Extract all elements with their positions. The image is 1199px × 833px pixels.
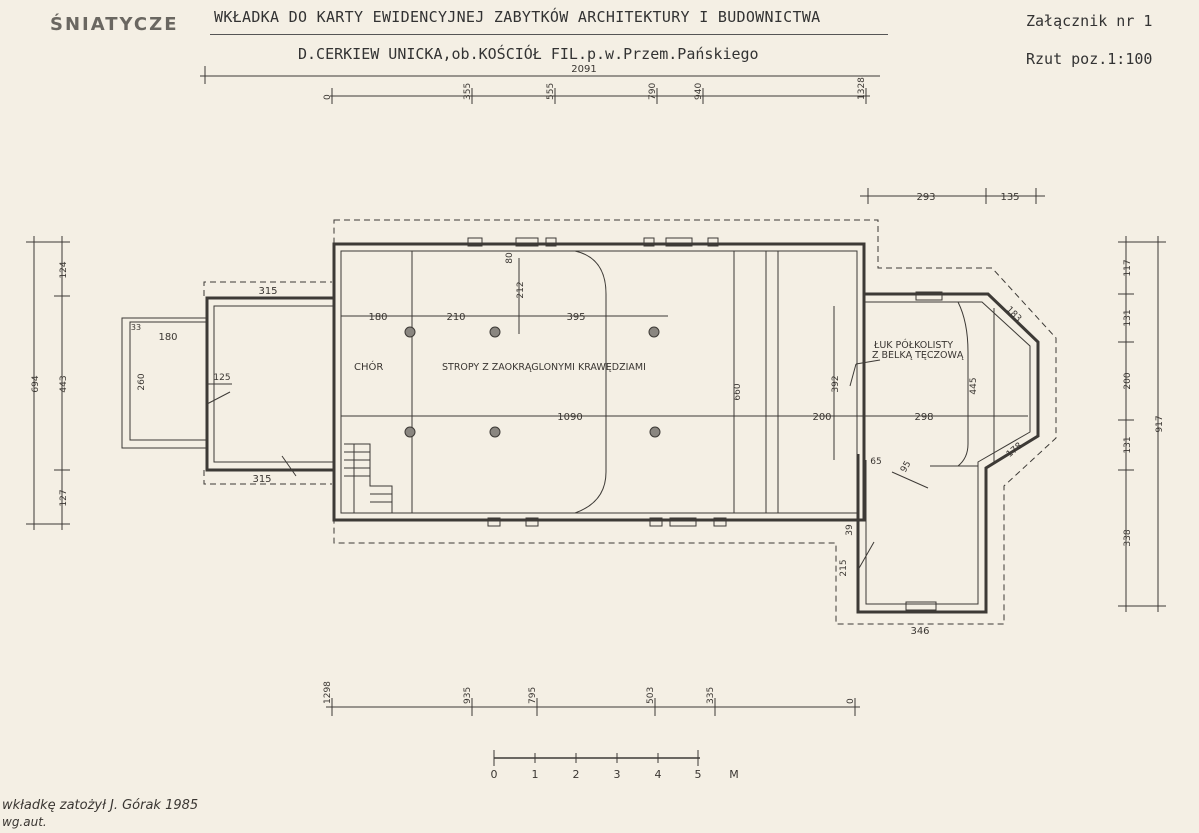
dim-top-tick: 0 [323, 94, 333, 100]
dim-right-vertical: 131 [1123, 309, 1133, 326]
dim-interior: 178 [1005, 441, 1025, 460]
scale-label: Rzut poz.1:100 [1026, 50, 1153, 68]
dim-top-tick: 940 [694, 83, 704, 100]
dim-porch: 33 [131, 323, 141, 332]
label-arch-line1: ŁUK PÓŁKOLISTY [873, 339, 953, 351]
dim-interior: 298 [914, 412, 933, 423]
dim-top-tick: 355 [463, 83, 473, 100]
dim-porch: 125 [213, 373, 230, 383]
scale-bar-tick: 2 [573, 768, 580, 781]
dim-interior: 395 [566, 312, 585, 323]
signature-line-2: wg.aut. [2, 815, 47, 829]
dim-interior: 80 [505, 252, 515, 264]
dim-interior: 1090 [557, 412, 582, 423]
dim-bottom-tick: 503 [646, 687, 656, 704]
dim-interior: 392 [831, 375, 841, 392]
dim-right-vertical: 131 [1123, 436, 1133, 453]
dim-right-vertical: 117 [1123, 259, 1133, 276]
dim-right-total: 917 [1155, 415, 1165, 432]
scale-bar-tick: 1 [532, 768, 539, 781]
dim-interior: 39 [845, 524, 855, 536]
dim-top-tick: 790 [648, 83, 658, 100]
dim-interior: 346 [910, 626, 929, 637]
attachment-label: Załącznik nr 1 [1026, 12, 1153, 30]
dim-interior: 183 [1004, 305, 1023, 324]
scale-bar-unit: M [729, 768, 739, 781]
dim-porch: 260 [137, 373, 147, 390]
stamp-place-name: ŚNIATYCZE [50, 14, 179, 35]
dim-left-vertical: 124 [59, 261, 69, 278]
dim-left-vertical: 127 [59, 489, 69, 506]
dim-bottom-tick: 0 [846, 698, 856, 704]
dim-left-total: 694 [31, 375, 41, 392]
dim-bottom-tick: 335 [706, 687, 716, 704]
dim-interior: 212 [516, 281, 526, 298]
dim-interior: 660 [733, 383, 743, 400]
label-ceilings: STROPY Z ZAOKRĄGLONYMI KRAWĘDZIAMI [442, 362, 646, 373]
dim-interior: 65 [870, 457, 881, 467]
dim-right-upper: 135 [1000, 192, 1019, 203]
dim-porch: 315 [252, 474, 271, 485]
dim-interior: 445 [969, 377, 979, 394]
scale-bar-tick: 5 [695, 768, 702, 781]
dim-right-upper: 293 [916, 192, 935, 203]
dim-interior: 180 [368, 312, 387, 323]
scale-bar-tick: 3 [614, 768, 621, 781]
dim-bottom-tick: 935 [463, 687, 473, 704]
scale-bar-tick: 4 [655, 768, 662, 781]
dim-top-tick: 1328 [857, 77, 867, 100]
dim-interior: 200 [812, 412, 831, 423]
dim-right-vertical: 338 [1123, 529, 1133, 546]
dim-interior: 95 [899, 460, 913, 475]
dim-porch: 315 [258, 286, 277, 297]
label-choir: CHÓR [354, 360, 383, 373]
dim-right-vertical: 200 [1123, 372, 1133, 389]
dim-bottom-tick: 1298 [323, 681, 333, 704]
dim-left-vertical: 443 [59, 375, 69, 392]
dim-interior: 215 [839, 559, 849, 576]
signature-line-1: wkładkę zatożył J. Górak 1985 [2, 798, 199, 813]
document-subtitle: D.CERKIEW UNICKA,ob.KOŚCIÓŁ FIL.p.w.Prze… [298, 45, 759, 63]
title-underline [210, 34, 888, 35]
label-arch-line2: Z BELKĄ TĘCZOWĄ [872, 350, 964, 361]
dim-top-tick: 555 [546, 83, 556, 100]
dim-bottom-tick: 795 [528, 687, 538, 704]
document-title: WKŁADKA DO KARTY EWIDENCYJNEJ ZABYTKÓW A… [214, 8, 821, 26]
dim-top-total: 2091 [571, 64, 596, 75]
dim-porch: 180 [158, 332, 177, 343]
dim-interior: 210 [446, 312, 465, 323]
scale-bar-tick: 0 [491, 768, 498, 781]
